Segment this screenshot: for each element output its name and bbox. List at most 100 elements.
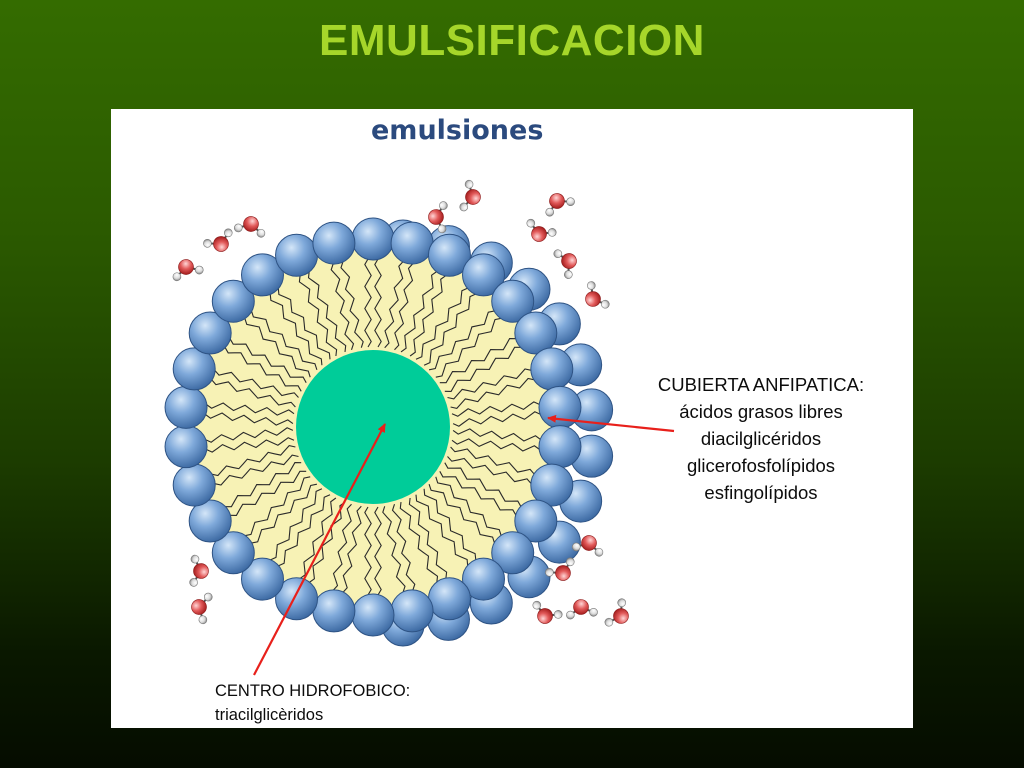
polar-head bbox=[427, 577, 471, 621]
water-molecule-icon bbox=[428, 201, 448, 234]
hydrophobic-tail bbox=[452, 428, 541, 442]
hydrophobic-tail bbox=[364, 506, 372, 596]
hydrophobic-tail bbox=[450, 446, 535, 475]
hydrogen-atom bbox=[594, 547, 604, 557]
hydrophobic-tail bbox=[447, 368, 532, 400]
hydrophobic-tail bbox=[211, 444, 296, 477]
polar-head bbox=[390, 221, 434, 265]
polar-head bbox=[211, 279, 255, 323]
shell-label-title: CUBIERTA ANFIPATICA: bbox=[657, 374, 865, 395]
oxygen-atom bbox=[613, 608, 629, 624]
water-molecule-icon bbox=[189, 554, 209, 587]
core-arrow bbox=[253, 423, 386, 676]
micelle-diagram bbox=[164, 179, 675, 676]
oxygen-atom bbox=[585, 291, 601, 307]
hydrophobic-tail bbox=[244, 318, 311, 378]
hydrophobic-tail bbox=[244, 476, 311, 537]
hydrogen-atom bbox=[532, 600, 542, 610]
hydrogen-atom bbox=[464, 179, 474, 189]
hydrophobic-tail bbox=[205, 412, 294, 426]
diagram-panel: emulsiones CUBIERTA ANFIPATICA: ácidos g… bbox=[111, 109, 913, 728]
polar-head bbox=[172, 347, 216, 391]
water-molecule-icon bbox=[233, 216, 266, 238]
hydrophobic-core bbox=[296, 350, 450, 504]
hydrogen-atom bbox=[189, 578, 198, 587]
diagram-heading: emulsiones bbox=[371, 115, 544, 146]
polar-head bbox=[172, 463, 216, 507]
hydrophobic-tail bbox=[307, 271, 347, 352]
hydrophobic-tail bbox=[428, 484, 496, 544]
polar-head bbox=[514, 499, 558, 543]
hydrogen-atom bbox=[203, 239, 212, 248]
hydrophobic-tail bbox=[415, 494, 469, 566]
hydrophobic-tail bbox=[439, 338, 517, 384]
water-molecule-icon bbox=[526, 218, 557, 242]
water-molecule-icon bbox=[203, 228, 233, 252]
hydrophobic-tail bbox=[415, 287, 468, 360]
polar-head bbox=[351, 593, 395, 637]
water-molecule-icon bbox=[553, 249, 577, 279]
polar-head bbox=[240, 253, 284, 297]
polar-head bbox=[530, 347, 574, 391]
hydrophobic-tail bbox=[229, 470, 307, 516]
hydrogen-atom bbox=[564, 270, 573, 279]
hydrophobic-tail bbox=[435, 476, 502, 536]
water-molecule-icon bbox=[566, 599, 598, 620]
hydrogen-atom bbox=[566, 197, 575, 206]
hydrophobic-tail bbox=[206, 437, 295, 453]
water-molecule-icon bbox=[545, 193, 575, 217]
hydrophobic-tail bbox=[340, 261, 364, 348]
hydrophobic-tail bbox=[332, 503, 352, 591]
polar-head bbox=[211, 531, 255, 575]
hydrophobic-tail bbox=[451, 401, 540, 417]
hydrophobic-tail bbox=[391, 504, 416, 591]
hydrogen-atom bbox=[547, 228, 557, 237]
core-label-title: CENTRO HIDROFOBICO: bbox=[215, 682, 411, 700]
shell-label-item: ácidos grasos libres bbox=[679, 401, 843, 422]
hydrophobic-tail bbox=[298, 275, 338, 357]
polar-head bbox=[390, 589, 434, 633]
polar-head bbox=[462, 557, 506, 601]
polar-head bbox=[514, 311, 558, 355]
hydrophobic-tail bbox=[224, 347, 302, 392]
polar-head bbox=[462, 253, 506, 297]
hydrophobic-tail bbox=[447, 456, 532, 485]
hydrophobic-tail bbox=[423, 488, 477, 561]
water-molecule-icon bbox=[191, 592, 213, 625]
hydrophobic-tail bbox=[444, 462, 522, 507]
hydrophobic-tail bbox=[225, 462, 302, 508]
shell-label: CUBIERTA ANFIPATICA: ácidos grasos libre… bbox=[611, 371, 911, 506]
water-molecule-icon bbox=[172, 259, 204, 282]
hydrophobic-tail bbox=[299, 497, 337, 579]
hydrogen-atom bbox=[545, 207, 555, 217]
hydrophobic-tail bbox=[251, 483, 318, 544]
hydrophobic-tail bbox=[205, 427, 294, 443]
hydrophobic-tail bbox=[423, 293, 477, 366]
oxygen-atom bbox=[555, 565, 571, 581]
hydrophobic-tail bbox=[269, 488, 323, 561]
hydrogen-atom bbox=[459, 202, 469, 212]
hydrophobic-tail bbox=[214, 454, 299, 486]
oxygen-atom bbox=[531, 226, 547, 242]
hydrophobic-tail bbox=[452, 411, 541, 427]
hydrophobic-tail bbox=[277, 288, 331, 360]
hydrogen-atom bbox=[587, 281, 596, 290]
hydrophobic-tail bbox=[206, 402, 295, 416]
oxygen-atom bbox=[213, 236, 229, 252]
hydrophobic-tail bbox=[409, 275, 447, 357]
shell-label-item: esfingolípidos bbox=[704, 482, 818, 503]
polar-head bbox=[427, 233, 471, 277]
polar-head bbox=[538, 385, 582, 429]
hydrophobic-tail bbox=[439, 471, 517, 516]
hydrophobic-tail bbox=[428, 310, 495, 371]
hydrophobic-tail bbox=[374, 506, 382, 596]
hydrophobic-tail bbox=[394, 263, 414, 351]
polar-head bbox=[188, 499, 232, 543]
water-molecule-icon bbox=[459, 179, 481, 212]
oxygen-atom bbox=[465, 189, 481, 205]
core-label-content: triacilglicèridos bbox=[215, 706, 324, 724]
hydrophobic-tail bbox=[444, 346, 521, 392]
hydrogen-atom bbox=[571, 542, 581, 552]
oxygen-atom bbox=[561, 253, 577, 269]
oxygen-atom bbox=[581, 535, 597, 551]
